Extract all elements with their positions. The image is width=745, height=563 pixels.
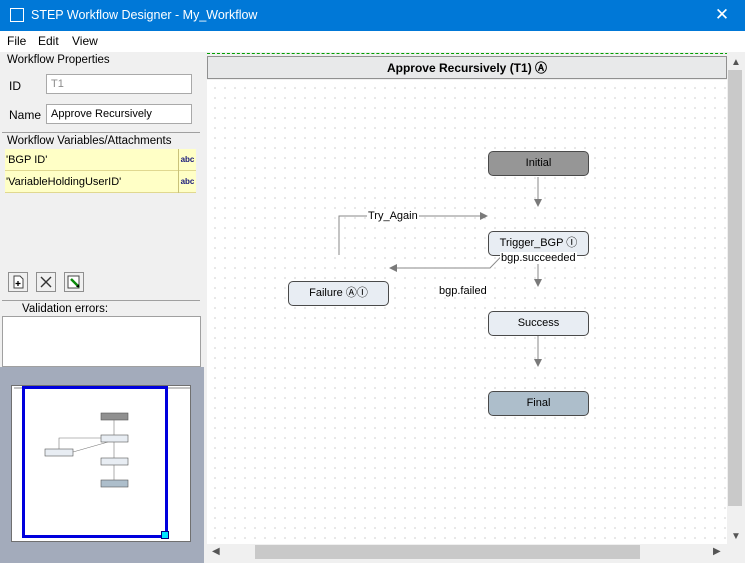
edit-variable-button[interactable] [64,272,84,292]
title-bar: STEP Workflow Designer - My_Workflow ✕ [0,0,745,31]
scroll-down-icon[interactable]: ▼ [731,531,741,542]
variable-name: 'BGP ID' [6,154,48,166]
variable-type-icon: abc [178,171,196,193]
id-field[interactable] [46,74,192,94]
delete-variable-button[interactable] [36,272,56,292]
variable-type-icon: abc [178,149,196,171]
edit-variable-icon [67,275,80,289]
node-success[interactable]: Success [488,311,589,336]
menu-view[interactable]: View [72,34,98,48]
horizontal-scroll-thumb[interactable] [255,545,640,559]
menu-edit[interactable]: Edit [38,34,59,48]
delete-variable-icon [40,276,52,288]
workflow-canvas-area: Approve Recursively (T1) Ⓐ Initial Trigg… [207,53,743,563]
name-field[interactable] [46,104,192,124]
scroll-left-icon[interactable]: ◀ [212,546,220,557]
menu-file[interactable]: File [7,34,27,48]
arrow-try-again [338,212,488,255]
id-label: ID [9,79,21,93]
add-variable-button[interactable] [8,272,28,292]
transition-label-bgp-succeeded[interactable]: bgp.succeeded [500,252,577,264]
properties-divider [2,132,200,133]
variable-row[interactable]: 'VariableHoldingUserID' abc [5,171,196,193]
variables-table: 'BGP ID' abc 'VariableHoldingUserID' abc [5,149,196,270]
window-title: STEP Workflow Designer - My_Workflow [31,8,258,22]
node-failure[interactable]: Failure ⒶⒾ [288,281,389,306]
overview-resize-handle[interactable] [161,531,169,539]
overview-viewport-frame[interactable] [22,386,168,538]
transition-label-try-again[interactable]: Try_Again [367,210,419,222]
transition-arrows [338,177,542,367]
canvas-title: Approve Recursively (T1) Ⓐ [207,56,727,79]
add-variable-icon [13,275,24,289]
close-button[interactable]: ✕ [714,5,730,24]
scroll-right-icon[interactable]: ▶ [713,546,721,557]
variable-name: 'VariableHoldingUserID' [6,176,122,188]
name-label: Name [9,108,42,122]
scroll-up-icon[interactable]: ▲ [731,57,741,68]
node-final[interactable]: Final [488,391,589,416]
menu-bar: File Edit View [0,31,745,52]
vertical-scroll-thumb[interactable] [728,70,742,506]
transition-label-bgp-failed[interactable]: bgp.failed [438,285,488,297]
workflow-properties-heading: Workflow Properties [7,54,110,66]
app-icon [10,8,24,22]
workflow-variables-heading: Workflow Variables/Attachments [7,135,172,147]
variables-divider [2,300,200,301]
variable-row[interactable]: 'BGP ID' abc [5,149,196,171]
left-panel: Workflow Properties ID Name Workflow Var… [0,52,204,563]
overview-canvas[interactable] [11,385,191,542]
validation-errors-box [2,316,201,367]
validation-errors-label: Validation errors: [22,303,109,315]
overview-panel [0,367,204,563]
workflow-canvas[interactable]: Initial Trigger_BGP Ⓘ Failure ⒶⒾ Success… [207,80,727,544]
node-trigger-bgp[interactable]: Trigger_BGP Ⓘ [488,231,589,256]
node-initial[interactable]: Initial [488,151,589,176]
